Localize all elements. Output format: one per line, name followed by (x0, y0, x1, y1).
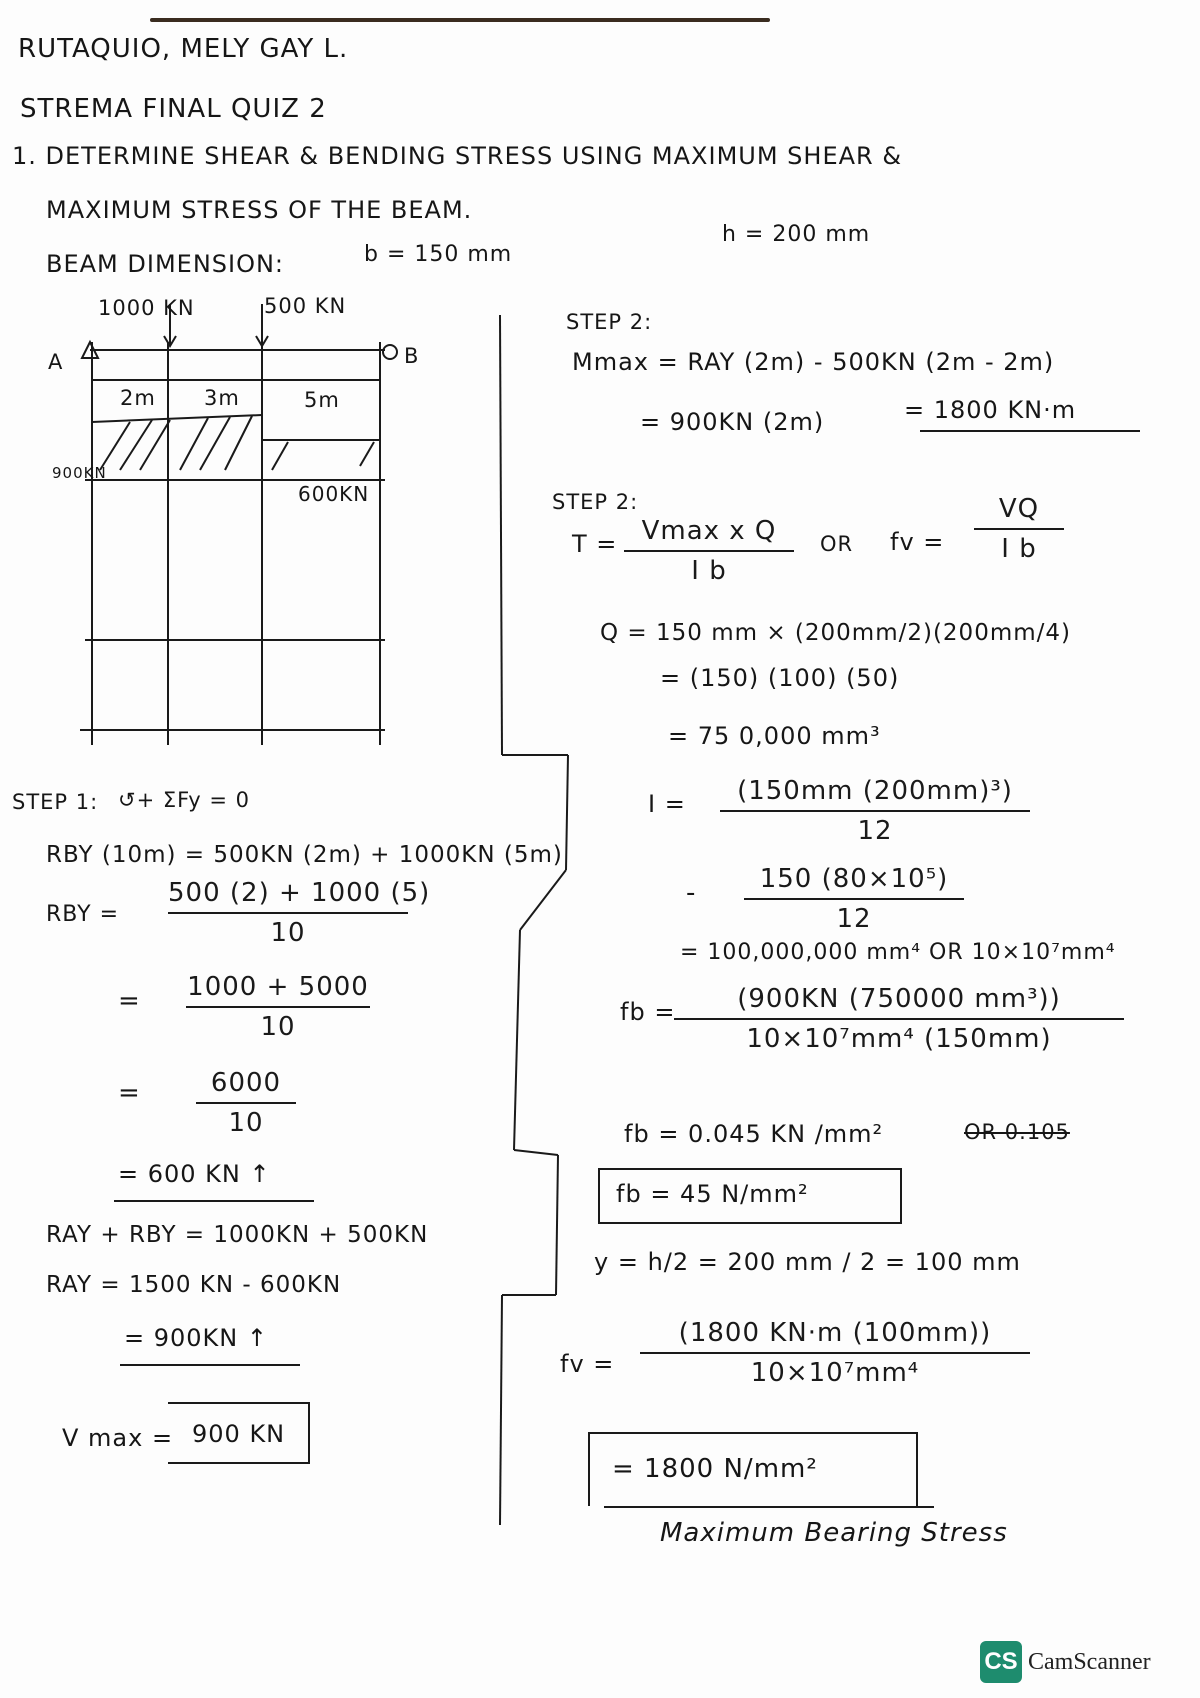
ray-result: = 900KN ↑ (124, 1324, 268, 1352)
rby-equation: RBY (10m) = 500KN (2m) + 1000KN (5m) (46, 842, 563, 868)
dash-sign: - (686, 878, 697, 908)
vmax-label: V max = (62, 1424, 174, 1452)
ray-sum-equation: RAY + RBY = 1000KN + 500KN (46, 1222, 429, 1248)
or-text: OR (820, 532, 854, 556)
rby-result: = 600 KN ↑ (118, 1160, 271, 1188)
step-2b-heading: STEP 2: (552, 490, 639, 514)
step-2a-heading: STEP 2: (566, 310, 653, 334)
shear-2-label: 600KN (298, 482, 370, 506)
camscanner-brand: CS CamScanner (980, 1640, 1151, 1684)
shear-block-1-top (91, 414, 263, 423)
fv2-label: fv = (560, 1350, 615, 1378)
beam-shear-diagram (80, 304, 398, 745)
fb-answer-box (598, 1168, 902, 1224)
step-1-heading: STEP 1: (12, 790, 99, 814)
fb-answer: fb = 45 N/mm² (616, 1180, 809, 1208)
fv-label: fv = (890, 528, 945, 556)
roller-support-icon (382, 344, 398, 360)
load-1-label: 1000 KN (98, 296, 195, 320)
equals-sign-2: = (118, 1078, 141, 1108)
load-2-label: 500 KN (264, 294, 347, 318)
rby-label: RBY = (46, 902, 120, 927)
vmax-box (168, 1402, 310, 1464)
fv-result: = 1800 N/mm² (612, 1454, 818, 1484)
ray-result-underline (120, 1364, 300, 1366)
beam-width: b = 150 mm (364, 242, 513, 267)
tau-fraction: Vmax x Q I b (624, 516, 794, 586)
ray-equation: RAY = 1500 KN - 600KN (46, 1272, 342, 1298)
beam-height: h = 200 mm (722, 222, 871, 247)
moment-sum-equation: ↺+ ΣFy = 0 (118, 788, 251, 812)
q-equation-2: = (150) (100) (50) (660, 664, 900, 692)
i-fraction-2: 150 (80×10⁵) 12 (744, 864, 964, 934)
tau-label: T = (572, 530, 618, 558)
shear-1-label: 900KN (52, 464, 107, 482)
fb-fraction: (900KN (750000 mm³)) 10×10⁷mm⁴ (150mm) (674, 984, 1124, 1054)
rby-fraction-2: 1000 + 5000 10 (186, 972, 370, 1042)
fv-fraction: VQ I b (974, 494, 1064, 564)
scan-edge (150, 18, 770, 22)
rby-fraction-3: 6000 10 (196, 1068, 296, 1138)
mmax-equation: Mmax = RAY (2m) - 500KN (2m - 2m) (572, 348, 1055, 376)
fv-answer-box (588, 1432, 918, 1506)
fb-label: fb = (620, 998, 676, 1026)
camscanner-logo-icon: CS (980, 1641, 1022, 1683)
fv-answer-underline (604, 1506, 934, 1508)
quiz-title: STREMA FINAL QUIZ 2 (20, 94, 327, 124)
fb-value: fb = 0.045 KN /mm² (624, 1120, 884, 1148)
support-a-label: A (48, 350, 64, 374)
question-line-2: MAXIMUM STRESS OF THE BEAM. (46, 196, 473, 224)
q-equation-1: Q = 150 mm × (200mm/2)(200mm/4) (600, 620, 1071, 646)
fv2-fraction: (1800 KN·m (100mm)) 10×10⁷mm⁴ (640, 1318, 1030, 1388)
y-equation: y = h/2 = 200 mm / 2 = 100 mm (594, 1248, 1021, 1276)
q-result: = 75 0,000 mm³ (668, 722, 881, 750)
caption: Maximum Bearing Stress (660, 1518, 1008, 1548)
mmax-result: = 1800 KN·m (904, 396, 1077, 424)
pin-support-icon (80, 339, 100, 359)
equals-sign-1: = (118, 986, 141, 1016)
span-2-label: 3m (204, 386, 240, 410)
span-1-label: 2m (120, 386, 156, 410)
question-line-1: 1. DETERMINE SHEAR & BENDING STRESS USIN… (12, 142, 903, 170)
divider-line (499, 314, 569, 1526)
span-3-label: 5m (304, 388, 340, 412)
support-b-label: B (404, 344, 420, 368)
i-label: I = (648, 790, 686, 818)
mmax-equation-2: = 900KN (2m) (640, 408, 825, 436)
vmax-value: 900 KN (192, 1420, 286, 1448)
camscanner-name: CamScanner (1028, 1648, 1151, 1675)
student-name: RUTAQUIO, MELY GAY L. (18, 34, 349, 64)
rby-result-underline (114, 1200, 314, 1202)
i-result: = 100,000,000 mm⁴ OR 10×10⁷mm⁴ (680, 940, 1116, 965)
i-fraction: (150mm (200mm)³) 12 (720, 776, 1030, 846)
rby-fraction-1: 500 (2) + 1000 (5) 10 (168, 878, 431, 948)
mmax-underline (920, 430, 1140, 432)
fb-strikethrough: OR 0.105 (964, 1120, 1070, 1144)
beam-dimension-label: BEAM DIMENSION: (46, 250, 285, 278)
